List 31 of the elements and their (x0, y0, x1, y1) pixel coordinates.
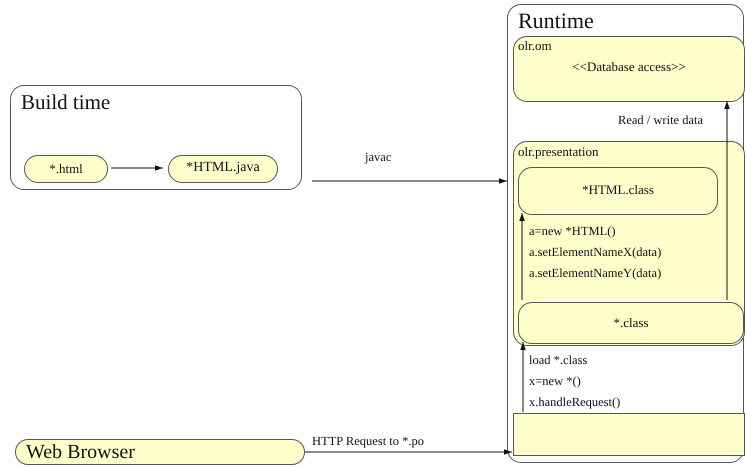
rounded-box (15, 439, 305, 465)
edge-label: a=new *HTML() a.setElementNameX(data) a.setElementNameY(data) (529, 223, 662, 282)
rounded-box (513, 141, 745, 346)
rounded-box (518, 167, 718, 215)
box-heading: Runtime (518, 8, 594, 34)
arrow (110, 165, 164, 171)
box-text: *HTML.class (581, 182, 655, 198)
box-text: *.html (48, 161, 84, 177)
box (513, 413, 745, 456)
rounded-box (513, 36, 745, 102)
edge-label: javac (365, 149, 392, 166)
box-heading: olr.presentation (518, 144, 599, 160)
arrow (724, 100, 730, 300)
box-text: Web Browser (26, 441, 135, 464)
box-heading: olr.om (518, 38, 552, 54)
rounded-box (518, 302, 744, 344)
edge-label: load *.class x=new *() x.handleRequest() (529, 352, 620, 411)
box-text: *HTML.java (185, 160, 261, 176)
arrow (519, 212, 525, 300)
rounded-box (24, 155, 108, 183)
box-heading: Build time (21, 90, 110, 115)
box-text: <<Database access>> (571, 59, 687, 75)
rounded-box (168, 155, 278, 183)
arrow (520, 342, 526, 412)
arrow (304, 449, 512, 455)
group-box (507, 4, 744, 463)
arrow (312, 178, 508, 184)
group-box (10, 85, 302, 190)
edge-label: HTTP Request to *.po (312, 433, 424, 450)
box-text: *.class (612, 315, 650, 331)
edge-label: Read / write data (618, 112, 704, 129)
